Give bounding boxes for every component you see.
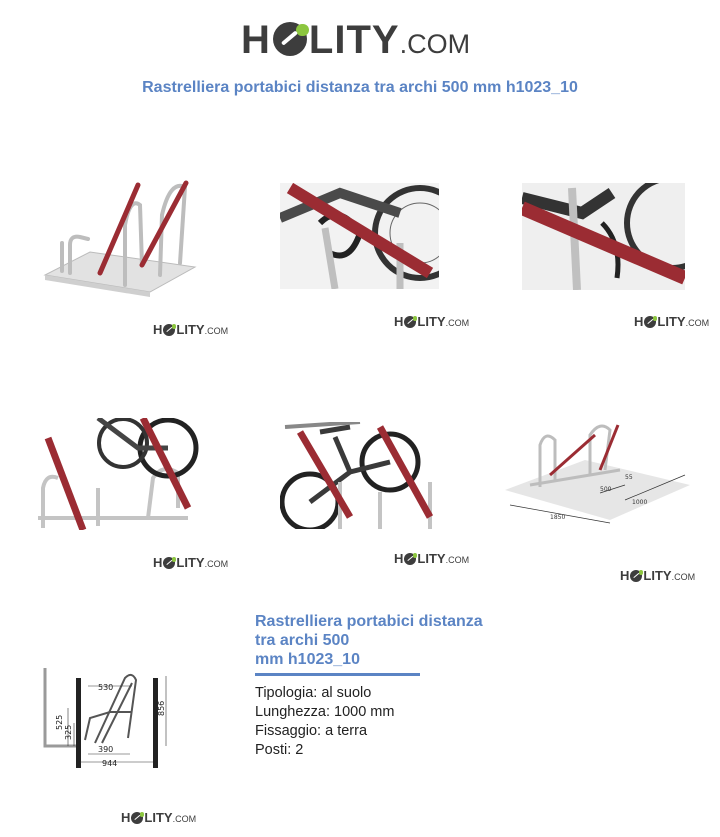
- dim-525-label: 525: [55, 715, 64, 730]
- spec-list: Tipologia: al suolo Lunghezza: 1000 mm F…: [255, 684, 394, 760]
- dim-856-label: 856: [157, 701, 166, 716]
- gallery-image-5[interactable]: [280, 422, 441, 529]
- gallery-image-2[interactable]: [280, 183, 439, 289]
- title-underline: [255, 673, 420, 676]
- dim-390-label: 390: [98, 745, 113, 754]
- logo-o-icon: [630, 569, 644, 582]
- gallery-image-3[interactable]: [522, 183, 685, 290]
- bike-rack-dimensions-image: 1850 500 1000 55: [505, 424, 690, 524]
- spec-seats: Posti: 2: [255, 742, 304, 758]
- spec-length: Lunghezza: 1000 mm: [255, 704, 395, 720]
- logo-o-icon: [644, 315, 658, 328]
- bike-rack-lock-detail-image: [522, 183, 685, 290]
- logo-o-icon: [404, 315, 418, 328]
- technical-drawing[interactable]: 530 525 325 856 390 944: [40, 668, 175, 768]
- gallery-image-6[interactable]: 1850 500 1000 55: [500, 415, 695, 525]
- side-view-drawing-icon: 530 525 325 856 390 944: [43, 668, 167, 768]
- bike-rack-single-bike-image: [280, 422, 434, 529]
- dim-length-label: 1850: [550, 514, 565, 521]
- logo-o-icon: [163, 556, 177, 569]
- dim-depth-label: 1000: [632, 499, 647, 506]
- spec-type: Tipologia: al suolo: [255, 685, 372, 701]
- dim-325-label: 325: [64, 725, 73, 740]
- dim-530-label: 530: [98, 683, 113, 692]
- dim-spacing-label: 500: [600, 486, 612, 493]
- logo-o-icon: [131, 811, 145, 824]
- logo-o-icon: [163, 323, 177, 336]
- bike-rack-empty-image: [43, 180, 197, 297]
- gallery-image-1[interactable]: [40, 175, 200, 300]
- page-title: Rastrelliera portabici distanza tra arch…: [142, 79, 578, 96]
- dim-gap-label: 55: [625, 474, 633, 481]
- logo-o-icon: [404, 552, 418, 565]
- dim-944-label: 944: [102, 759, 117, 768]
- bike-rack-with-bikes-image: [38, 418, 199, 530]
- spec-fixing: Fissaggio: a terra: [255, 723, 368, 739]
- gallery-image-4[interactable]: [38, 418, 200, 530]
- product-title: Rastrelliera portabici distanza tra arch…: [255, 613, 483, 668]
- bike-rack-lock-closeup-image: [280, 183, 439, 289]
- logo-o-icon: [272, 21, 309, 56]
